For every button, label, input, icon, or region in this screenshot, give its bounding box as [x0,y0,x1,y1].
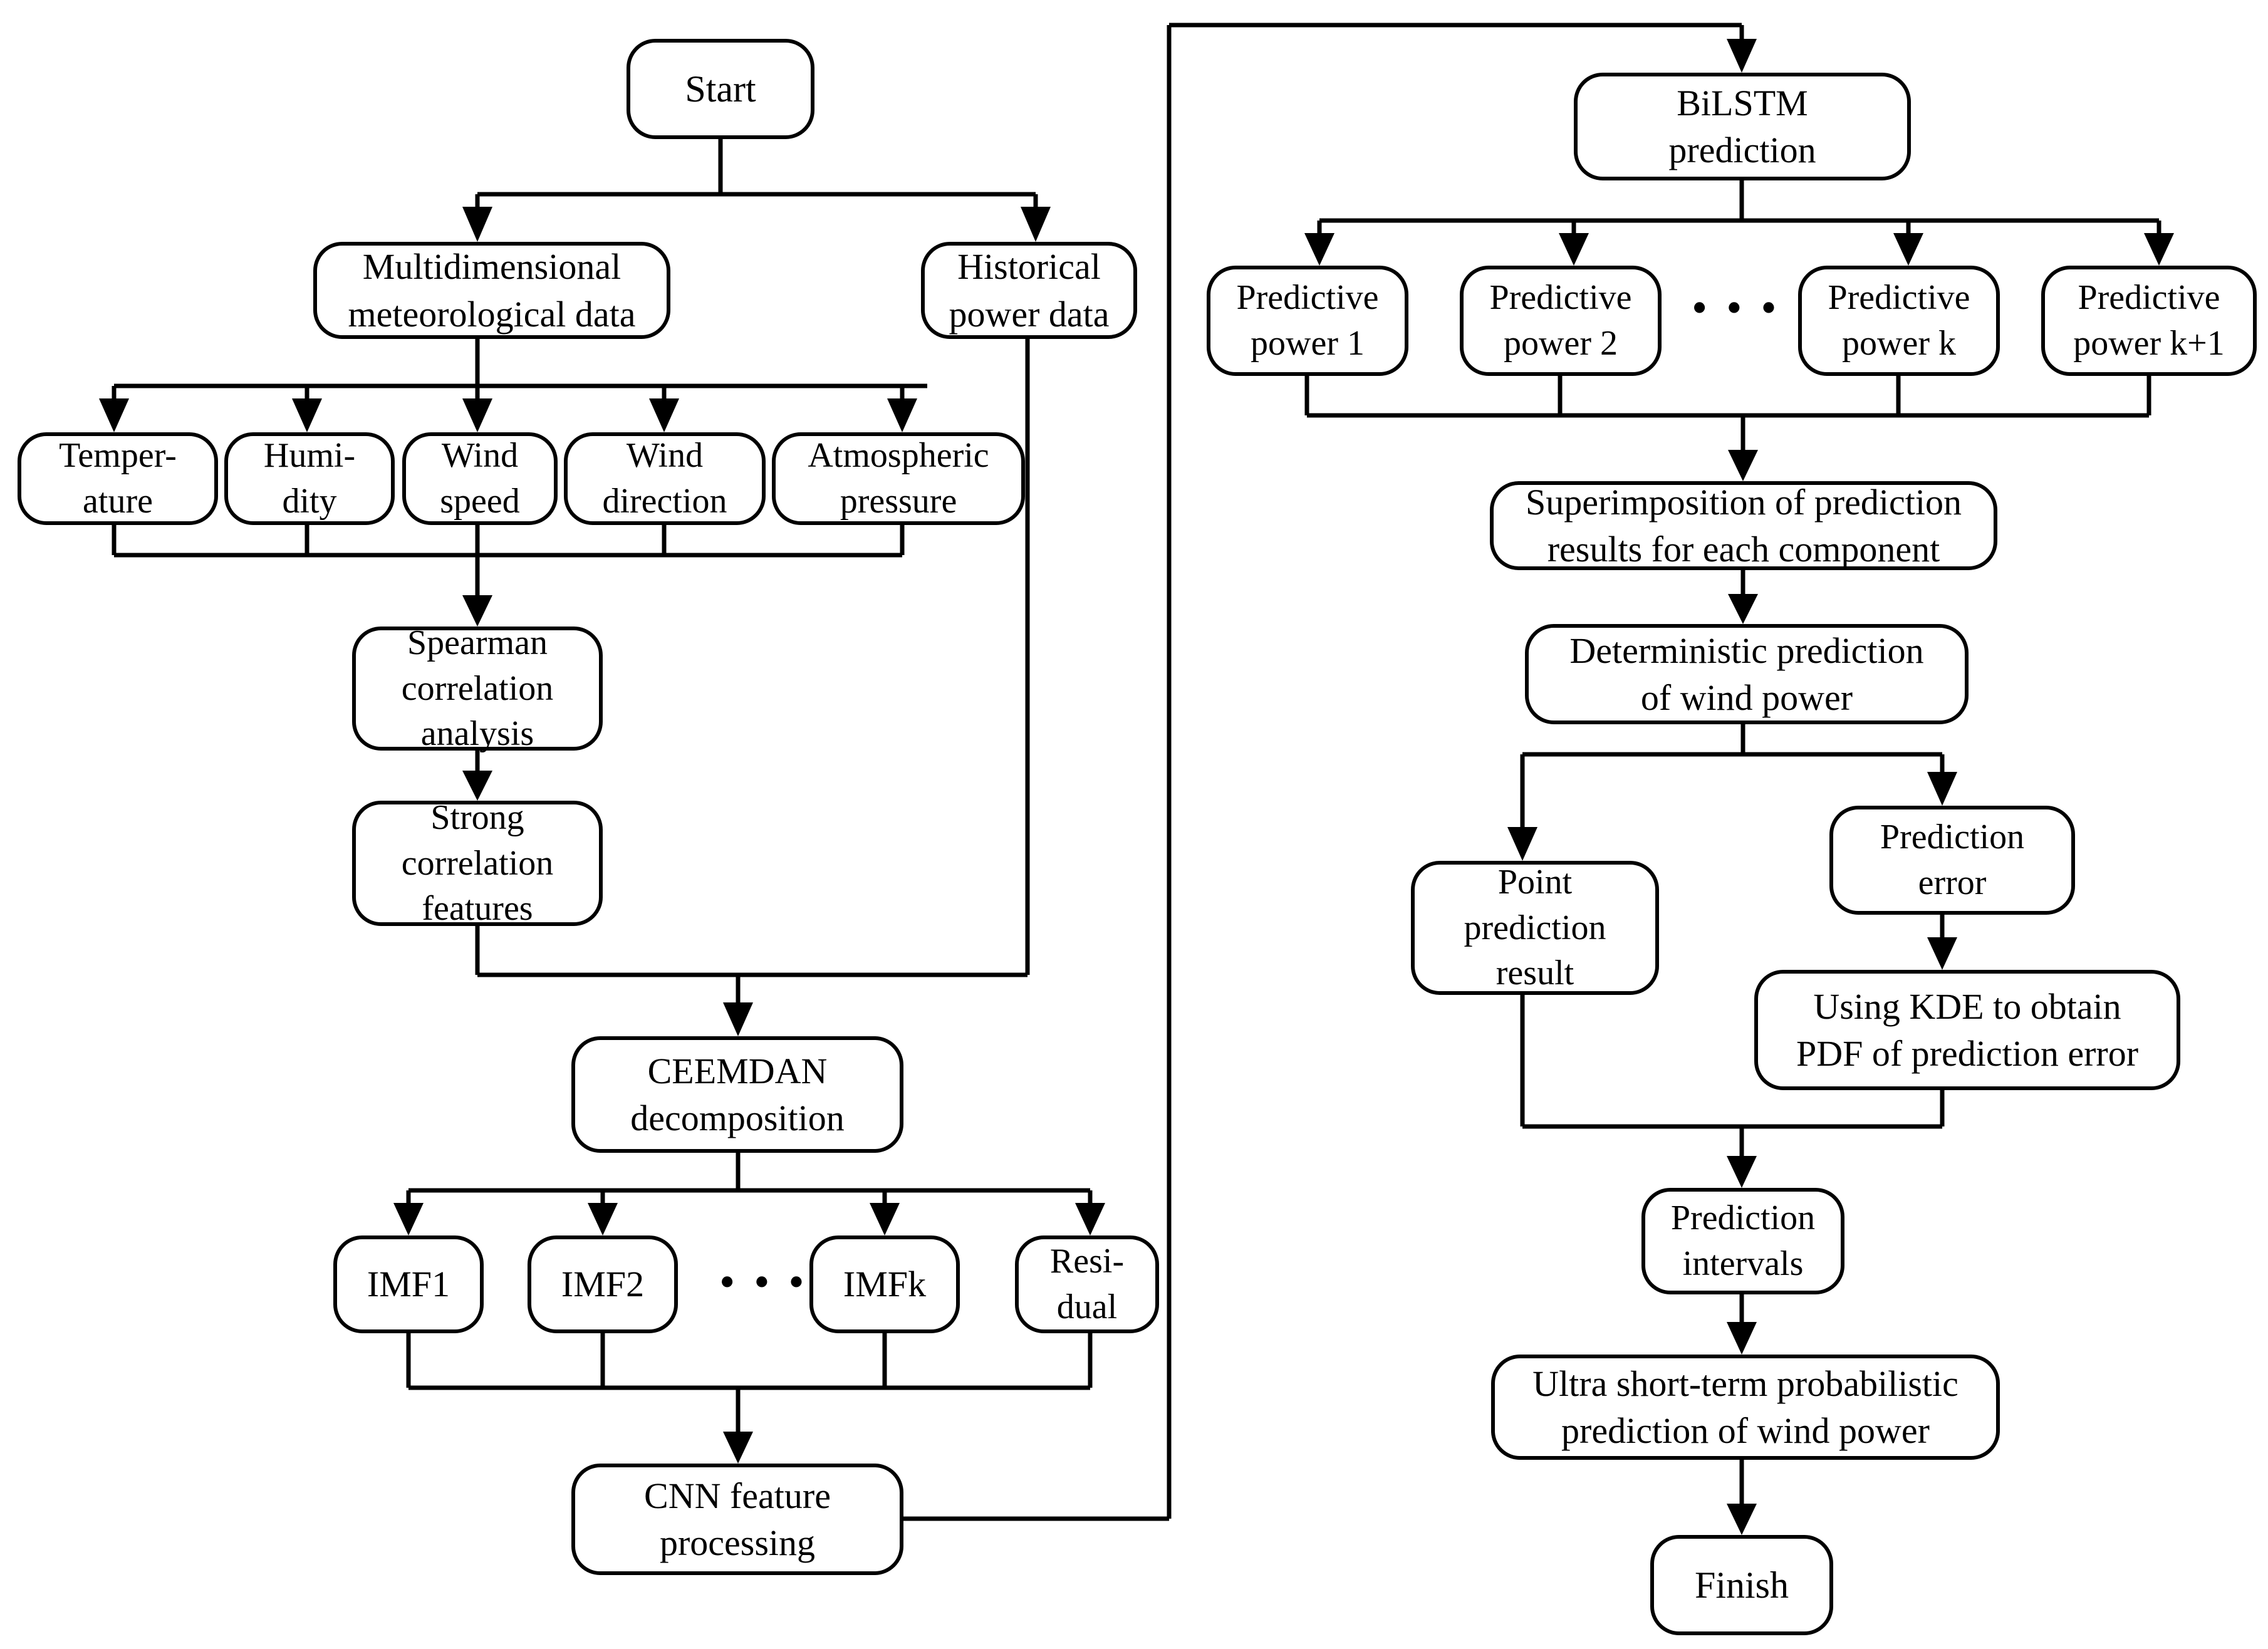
node-residual-label: Resi- dual [1049,1242,1125,1326]
node-historical-power-data-label: Historical power data [949,246,1110,335]
node-cnn-feature-processing-label: CNN feature processing [644,1475,831,1563]
node-point-prediction-result-label: Point prediction result [1464,862,1606,993]
node-multidimensional-meteorological-data-label: Multidimensional meteorological data [348,246,636,335]
node-multidimensional-meteorological-data[interactable]: Multidimensional meteorological data [313,242,670,339]
node-imfk[interactable]: IMFk [809,1235,960,1333]
node-prediction-error[interactable]: Prediction error [1829,806,2075,915]
node-finish[interactable]: Finish [1650,1535,1833,1635]
node-deterministic-prediction-of-wind-power-label: Deterministic prediction of wind power [1569,630,1924,718]
node-imfk-label: IMFk [843,1264,927,1305]
node-imf1-label: IMF1 [367,1264,450,1305]
node-bilstm-prediction-label: BiLSTM prediction [1668,82,1816,170]
node-ceemdan-decomposition[interactable]: CEEMDAN decomposition [571,1036,903,1153]
node-using-kde-to-obtain-pdf[interactable]: Using KDE to obtain PDF of prediction er… [1754,970,2180,1090]
node-imf2-label: IMF2 [561,1264,645,1305]
node-superimposition-of-prediction-results[interactable]: Superimposition of prediction results fo… [1490,481,1997,570]
node-ceemdan-decomposition-label: CEEMDAN decomposition [630,1050,845,1138]
node-humidity[interactable]: Humi- dity [224,432,395,525]
node-prediction-intervals-label: Prediction intervals [1670,1199,1816,1283]
node-temperature-label: Temper- ature [59,436,177,521]
node-predictive-power-k[interactable]: Predictive power k [1798,266,2000,376]
node-wind-direction[interactable]: Wind direction [564,432,766,525]
node-using-kde-to-obtain-pdf-label: Using KDE to obtain PDF of prediction er… [1796,986,2139,1074]
node-strong-correlation-features[interactable]: Strong correlation features [352,798,603,928]
node-ultra-short-term-probabilistic-prediction[interactable]: Ultra short-term probabilistic predictio… [1491,1355,2000,1460]
node-prediction-intervals[interactable]: Prediction intervals [1641,1188,1844,1294]
node-strong-correlation-features-label: Strong correlation features [401,798,554,929]
node-atmospheric-pressure-label: Atmospheric pressure [808,436,989,521]
node-bilstm-prediction[interactable]: BiLSTM prediction [1574,73,1911,180]
node-humidity-label: Humi- dity [263,436,356,521]
node-prediction-error-label: Prediction error [1880,818,2025,902]
node-finish-label: Finish [1694,1564,1789,1606]
imf-ellipsis: • • • [719,1257,808,1307]
node-predictive-power-k-label: Predictive power k [1828,278,1970,363]
node-residual[interactable]: Resi- dual [1015,1235,1159,1333]
node-start-label: Start [685,68,756,110]
node-predictive-power-1-label: Predictive power 1 [1236,278,1379,363]
node-wind-direction-label: Wind direction [602,436,727,521]
node-start[interactable]: Start [627,39,814,139]
predictive-power-ellipsis: • • • [1692,283,1781,333]
node-predictive-power-k-plus-1[interactable]: Predictive power k+1 [2041,266,2257,376]
node-wind-speed-label: Wind speed [440,436,520,521]
node-predictive-power-1[interactable]: Predictive power 1 [1207,266,1408,376]
node-temperature[interactable]: Temper- ature [18,432,218,525]
node-predictive-power-2[interactable]: Predictive power 2 [1460,266,1662,376]
node-wind-speed[interactable]: Wind speed [402,432,558,525]
node-ultra-short-term-probabilistic-prediction-label: Ultra short-term probabilistic predictio… [1532,1363,1958,1451]
node-imf1[interactable]: IMF1 [333,1235,484,1333]
node-spearman-correlation-analysis[interactable]: Spearman correlation analysis [352,623,603,753]
node-predictive-power-2-label: Predictive power 2 [1489,278,1632,363]
node-spearman-correlation-analysis-label: Spearman correlation analysis [401,623,554,754]
node-cnn-feature-processing[interactable]: CNN feature processing [571,1464,903,1575]
node-predictive-power-k-plus-1-label: Predictive power k+1 [2073,278,2225,363]
node-atmospheric-pressure[interactable]: Atmospheric pressure [772,432,1025,525]
node-deterministic-prediction-of-wind-power[interactable]: Deterministic prediction of wind power [1525,624,1969,724]
node-imf2[interactable]: IMF2 [528,1235,678,1333]
node-superimposition-of-prediction-results-label: Superimposition of prediction results fo… [1526,481,1962,570]
node-historical-power-data[interactable]: Historical power data [921,242,1137,339]
node-point-prediction-result[interactable]: Point prediction result [1411,861,1659,995]
